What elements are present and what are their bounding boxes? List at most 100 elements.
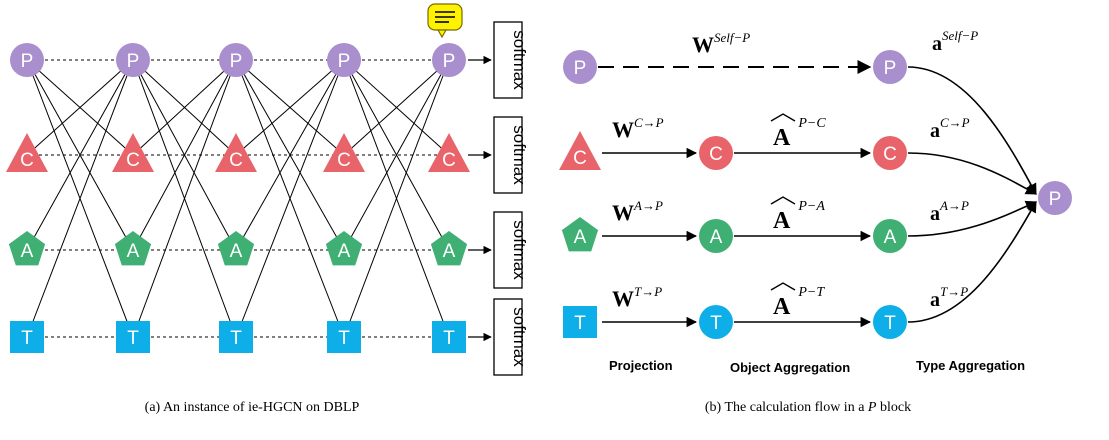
node-label-p-4: P — [443, 51, 456, 72]
b-self-attention-label: aSelf−P — [932, 28, 978, 55]
softmax-label: softmax — [510, 307, 529, 367]
b-type-aggregation-edge-3 — [907, 201, 1037, 323]
edge-t-to-p — [132, 59, 237, 338]
node-label-a-3: A — [338, 241, 351, 262]
softmax-box — [493, 211, 523, 289]
b-self-target-node — [873, 50, 907, 84]
b-source-node-c — [559, 131, 601, 170]
node-label-c-0: C — [20, 150, 34, 171]
b-aggregated-label-t: T — [884, 313, 896, 334]
edge-t-to-p — [343, 59, 450, 338]
b-type-aggregation-edge-2 — [907, 200, 1038, 237]
node-c-0 — [6, 133, 48, 172]
node-label-p-2: P — [230, 51, 243, 72]
node-t-3 — [327, 321, 361, 353]
b-output-label: P — [1049, 189, 1062, 210]
edge-a-to-p — [132, 59, 237, 251]
node-label-t-2: T — [230, 328, 242, 349]
node-a-4 — [430, 231, 468, 266]
edge-c-to-p — [235, 59, 345, 156]
b-projected-node-a — [699, 219, 733, 253]
b-weight-label-c: WC→P — [612, 115, 664, 142]
panel-a-cross-edges — [26, 59, 450, 338]
b-aggregated-label-a: A — [884, 227, 897, 248]
node-label-t-0: T — [21, 328, 33, 349]
b-type-aggregation-edge-1 — [907, 152, 1037, 195]
softmax-box — [493, 116, 523, 194]
node-p-3 — [327, 43, 361, 77]
b-projected-label-a: A — [710, 227, 723, 248]
node-label-c-4: C — [442, 150, 456, 171]
node-c-2 — [215, 133, 257, 172]
node-label-t-1: T — [127, 328, 139, 349]
node-p-1 — [116, 43, 150, 77]
b-adjacency-label-a: AP−A — [773, 199, 825, 234]
edge-t-to-p — [26, 59, 134, 338]
node-label-a-4: A — [443, 241, 456, 262]
b-attention-label-c: aC→P — [930, 115, 970, 142]
b-adjacency-hat-a — [770, 196, 796, 205]
node-c-3 — [323, 133, 365, 172]
node-label-a-1: A — [127, 241, 140, 262]
caption-b: (b) The calculation flow in a P block — [705, 400, 911, 415]
node-a-3 — [325, 231, 363, 266]
node-label-c-2: C — [229, 150, 243, 171]
edge-a-to-p — [26, 59, 134, 251]
node-t-1 — [116, 321, 150, 353]
b-aggregated-node-a — [873, 219, 907, 253]
b-weight-label-t: WT→P — [612, 284, 662, 311]
b-aggregated-label-c: C — [883, 144, 897, 165]
node-label-p-0: P — [21, 51, 34, 72]
softmax-label: softmax — [510, 30, 529, 90]
b-type-aggregation-edge-0 — [907, 66, 1037, 195]
node-a-0 — [8, 231, 46, 266]
b-weight-label-a: WA→P — [612, 198, 663, 225]
softmax-box — [493, 298, 523, 376]
softmax-box — [493, 21, 523, 99]
b-adjacency-label-c: AP−C — [773, 116, 826, 151]
b-source-node-a — [561, 217, 599, 252]
node-label-a-0: A — [21, 241, 34, 262]
b-aggregated-node-t — [873, 305, 907, 339]
b-self-target-label: P — [884, 58, 897, 79]
b-adjacency-hat-c — [770, 113, 796, 122]
b-attention-label-a: aA→P — [930, 198, 969, 225]
b-attention-label-t: aT→P — [930, 284, 968, 311]
node-t-0 — [10, 321, 44, 353]
node-a-2 — [217, 231, 255, 266]
edge-t-to-p — [235, 59, 345, 338]
note-icon-tail — [436, 29, 448, 39]
node-c-4 — [428, 133, 470, 172]
edge-c-to-p — [26, 59, 134, 156]
edge-c-to-p — [343, 59, 450, 156]
b-adjacency-hat-t — [770, 282, 796, 291]
softmax-label: softmax — [510, 220, 529, 280]
stage-label-type-aggregation: Type Aggregation — [916, 358, 1025, 373]
note-icon[interactable] — [427, 3, 463, 39]
node-p-0 — [10, 43, 44, 77]
caption-a: (a) An instance of ie-HGCN on DBLP — [145, 400, 360, 415]
panel-a-softmax-boxes: softmax softmax softmax softmax — [468, 21, 529, 376]
b-source-label-c: C — [573, 148, 587, 169]
node-label-p-3: P — [338, 51, 351, 72]
b-source-label-t: T — [574, 313, 586, 334]
panel-b-edges — [598, 60, 1038, 328]
softmax-label: softmax — [510, 125, 529, 185]
node-label-t-3: T — [338, 328, 350, 349]
b-self-source-node — [563, 50, 597, 84]
b-projected-node-t — [699, 305, 733, 339]
node-t-4 — [432, 321, 466, 353]
b-aggregated-node-c — [873, 136, 907, 170]
node-a-1 — [114, 231, 152, 266]
edge-a-to-p — [343, 59, 450, 251]
stage-label-object-aggregation: Object Aggregation — [730, 360, 850, 375]
node-label-t-4: T — [443, 328, 455, 349]
node-label-c-3: C — [337, 150, 351, 171]
node-p-2 — [219, 43, 253, 77]
panel-a-self-edges — [27, 59, 449, 338]
node-p-4 — [432, 43, 466, 77]
